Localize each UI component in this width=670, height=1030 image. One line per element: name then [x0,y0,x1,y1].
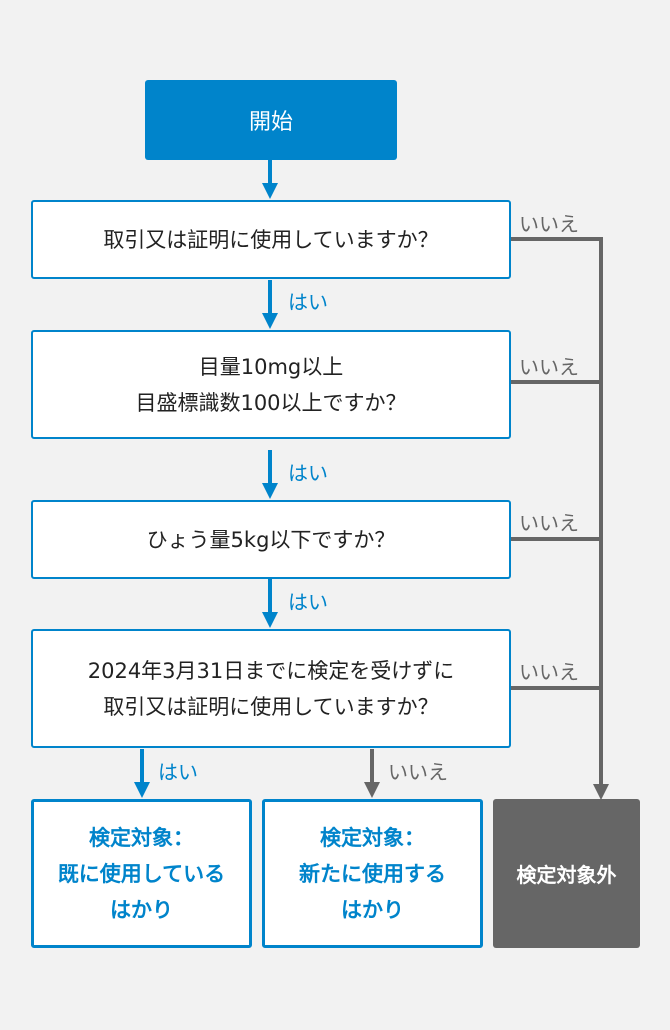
arrowhead-q2-to-q3 [262,483,278,499]
yes-label-q2: はい [288,461,328,485]
result-existing-scale: 検定対象： 既に使用している はかり [31,799,252,948]
arrowhead-to-exempt [593,784,609,800]
arrowhead-q4-to-new [364,782,380,798]
arrowhead-q1-to-q2 [262,313,278,329]
no-arrows [364,237,609,800]
no-label-q4: いいえ [519,660,579,684]
no-label-q3: いいえ [519,511,579,535]
result-exempt-text: 検定対象外 [516,863,617,887]
no-label-q4-new: いいえ [388,760,448,784]
result-new-scale: 検定対象： 新たに使用する はかり [262,799,483,948]
arrowhead-q3-to-q4 [262,612,278,628]
question-3: ひょう量5kg以下ですか？ [31,500,511,579]
question-4-line-2: 取引又は証明に使用していますか？ [103,694,439,719]
question-2-line-1: 目量10mg以上 [198,354,344,379]
question-1: 取引又は証明に使用していますか？ [31,200,511,279]
result-existing-line-1: 検定対象： [89,825,194,850]
question-1-text: 取引又は証明に使用していますか？ [103,227,439,252]
start-label: 開始 [248,110,293,135]
result-new-line-3: はかり [341,897,404,922]
arrowhead-start-to-q1 [262,183,278,199]
result-existing-line-3: はかり [110,897,173,922]
question-4: 2024年3月31日までに検定を受けずに 取引又は証明に使用していますか？ [31,629,511,748]
question-2: 目量10mg以上 目盛標識数100以上ですか？ [31,330,511,439]
question-3-text: ひょう量5kg以下ですか？ [146,527,396,552]
arrowhead-q4-to-existing [134,782,150,798]
result-new-line-2: 新たに使用する [299,861,446,886]
yes-label-q1: はい [288,290,328,314]
result-exempt: 検定対象外 [493,799,640,948]
start-node: 開始 [145,80,397,160]
yes-label-q3: はい [288,590,328,614]
no-label-q1: いいえ [519,212,579,236]
question-4-line-1: 2024年3月31日までに検定を受けずに [87,658,455,683]
question-2-line-2: 目盛標識数100以上ですか？ [135,390,407,415]
no-label-q2: いいえ [519,355,579,379]
result-existing-line-2: 既に使用している [57,861,226,886]
yes-arrows [134,160,278,798]
yes-label-q4: はい [158,760,198,784]
result-new-line-1: 検定対象： [320,825,425,850]
